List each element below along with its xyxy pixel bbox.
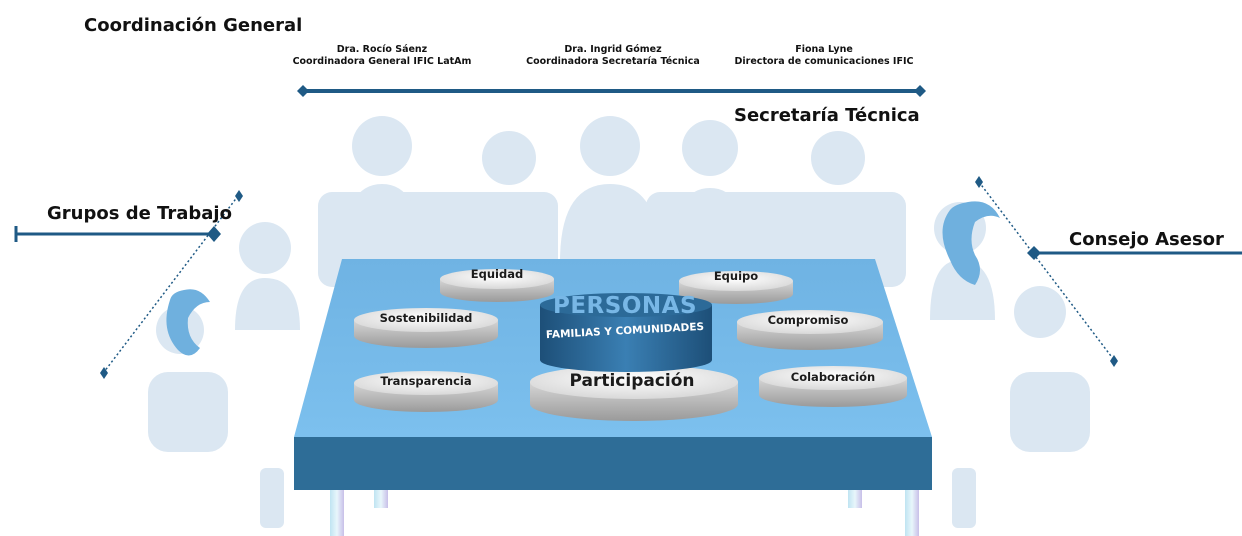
personas-cylinder [540, 293, 712, 372]
disc-sostenibilidad [354, 308, 498, 348]
person-head [482, 131, 536, 185]
person-body [472, 194, 546, 262]
coordinacion-general-title: Coordinación General [84, 15, 303, 36]
colaboracion-label: Colaboración [790, 370, 876, 384]
person-body [672, 188, 748, 262]
equidad-label: Equidad [470, 267, 524, 281]
member-role: Coordinadora General IFIC LatAm [292, 56, 472, 67]
disc-transparencia [354, 371, 498, 412]
personas-title: PERSONAS [552, 293, 698, 319]
coordination-line [297, 85, 926, 97]
grupos-connector [14, 190, 243, 379]
person-body [560, 184, 660, 262]
member-role: Coordinadora Secretaría Técnica [526, 56, 700, 67]
value-discs [354, 269, 907, 421]
hair-shapes [166, 201, 1000, 356]
disc-compromiso [737, 310, 883, 350]
person-head [580, 116, 640, 176]
table-leg [848, 490, 862, 508]
hair-left [166, 289, 210, 356]
member-name: Fiona Lyne [795, 44, 853, 55]
member-3: Fiona Lyne Directora de comunicaciones I… [735, 44, 914, 68]
member-1: Dra. Rocío Sáenz Coordinadora General IF… [293, 44, 472, 68]
hair-right [942, 201, 1000, 285]
person-head [682, 120, 738, 176]
participacion-label: Participación [569, 371, 695, 391]
person-body [342, 184, 422, 262]
person-head [811, 131, 865, 185]
disc-equipo [679, 271, 793, 304]
person-body [800, 194, 876, 262]
person-head [239, 222, 291, 274]
consejo-connector [975, 176, 1242, 367]
chair-side [1010, 372, 1090, 452]
member-name: Dra. Rocío Sáenz [336, 44, 428, 55]
grupos-trabajo-label: Grupos de Trabajo [47, 203, 232, 224]
table-leg [330, 490, 344, 536]
person-body [235, 278, 300, 330]
member-name: Dra. Ingrid Gómez [564, 44, 662, 55]
disc-colaboracion [759, 366, 907, 407]
table-front [294, 437, 932, 490]
disc-equidad [440, 269, 554, 302]
transparencia-label: Transparencia [380, 374, 472, 388]
chair-side [148, 372, 228, 452]
member-role: Directora de comunicaciones IFIC [734, 56, 914, 67]
compromiso-label: Compromiso [767, 313, 849, 327]
chair-leg [952, 468, 976, 528]
sostenibilidad-label: Sostenibilidad [379, 311, 473, 325]
member-2: Dra. Ingrid Gómez Coordinadora Secretarí… [526, 44, 700, 68]
person-head [352, 116, 412, 176]
person-head [1014, 286, 1066, 338]
equipo-label: Equipo [713, 269, 759, 283]
table-leg [374, 490, 388, 508]
secretaria-tecnica-label: Secretaría Técnica [734, 105, 920, 126]
table-leg [905, 490, 919, 536]
chair-leg [260, 468, 284, 528]
disc-participacion [530, 365, 738, 421]
consejo-asesor-label: Consejo Asesor [1069, 229, 1224, 250]
